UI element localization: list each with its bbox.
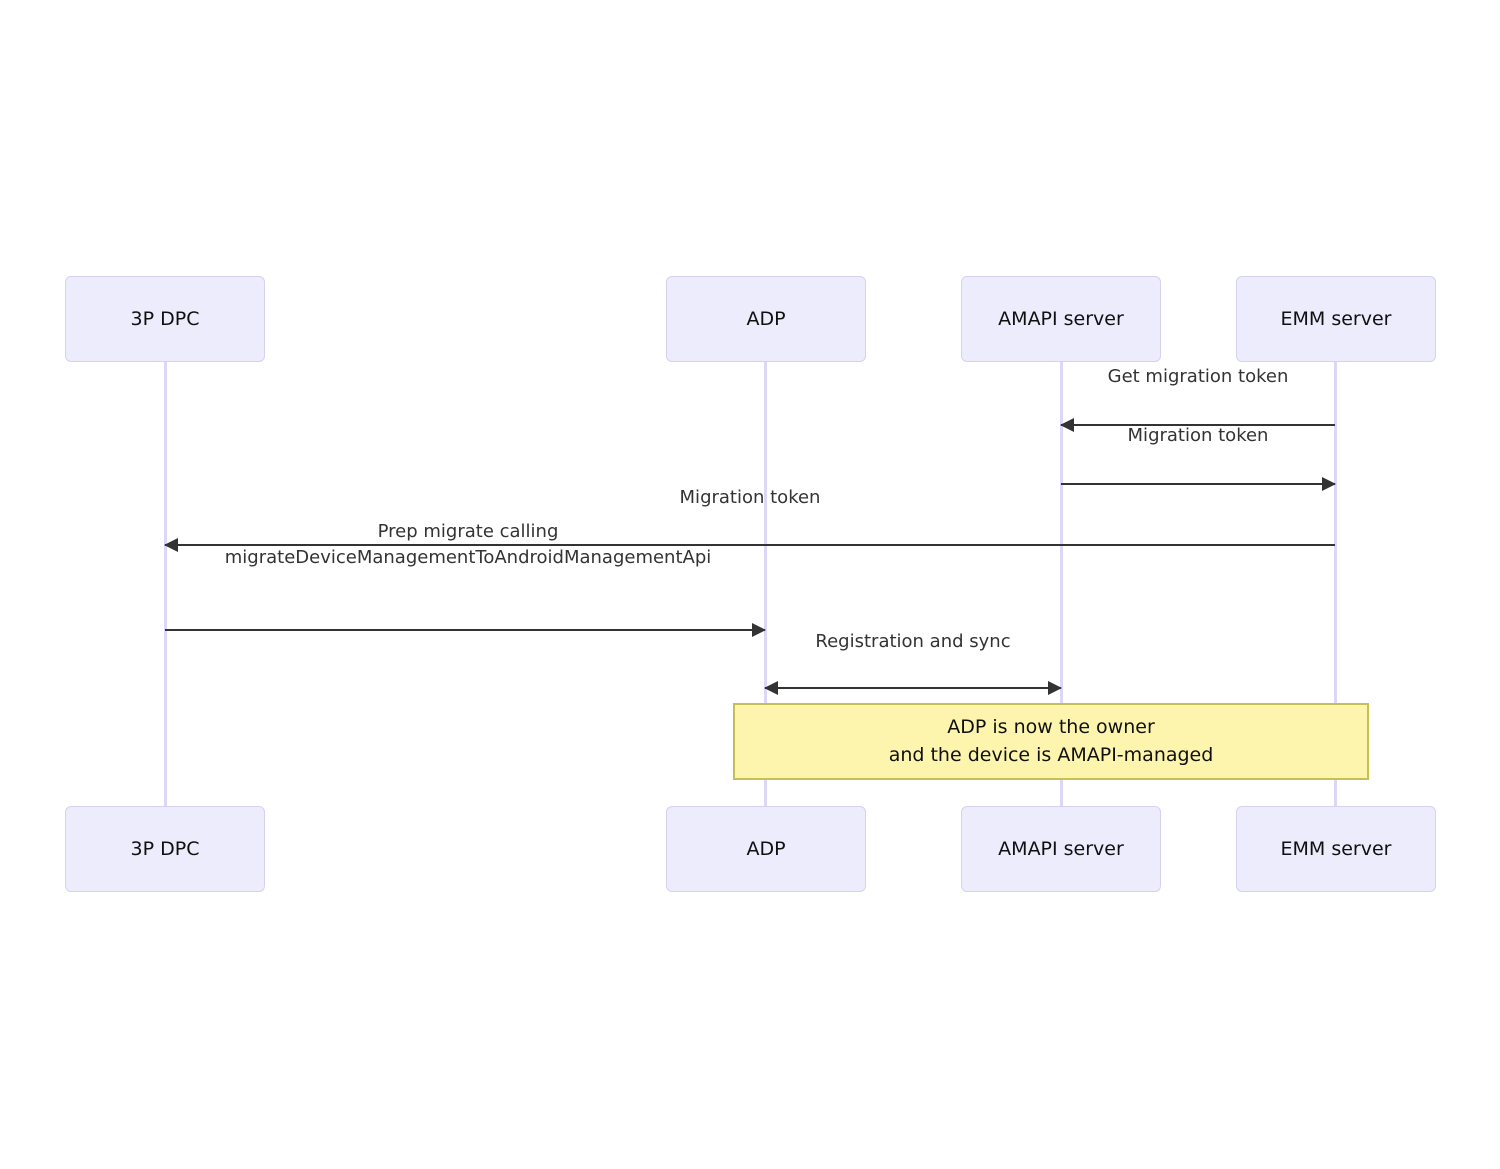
message-label-m3: Migration token bbox=[679, 486, 821, 508]
arrow-line bbox=[1061, 483, 1335, 485]
participant-adp-bottom[interactable]: ADP bbox=[666, 806, 866, 892]
arrow-line bbox=[1061, 424, 1335, 426]
arrowhead-right-icon bbox=[752, 623, 766, 637]
arrowhead-right-icon bbox=[1048, 681, 1062, 695]
participant-amapi-bottom[interactable]: AMAPI server bbox=[961, 806, 1161, 892]
note-n1: ADP is now the owner and the device is A… bbox=[733, 703, 1369, 780]
arrowhead-right-icon bbox=[1322, 477, 1336, 491]
participant-dpc-top[interactable]: 3P DPC bbox=[65, 276, 265, 362]
participant-label: EMM server bbox=[1280, 837, 1392, 860]
participant-label: AMAPI server bbox=[998, 837, 1124, 860]
lifeline-dpc bbox=[164, 362, 167, 806]
lifeline-emm bbox=[1334, 362, 1337, 806]
message-label-m2: Migration token bbox=[1127, 424, 1269, 446]
note-text: ADP is now the owner and the device is A… bbox=[888, 715, 1214, 766]
participant-adp-top[interactable]: ADP bbox=[666, 276, 866, 362]
participant-dpc-bottom[interactable]: 3P DPC bbox=[65, 806, 265, 892]
participant-label: 3P DPC bbox=[130, 837, 200, 860]
message-label-m1: Get migration token bbox=[1107, 365, 1289, 387]
arrow-line bbox=[165, 544, 1335, 546]
arrow-line bbox=[165, 629, 765, 631]
participant-emm-top[interactable]: EMM server bbox=[1236, 276, 1436, 362]
participant-amapi-top[interactable]: AMAPI server bbox=[961, 276, 1161, 362]
arrowhead-left-icon bbox=[764, 681, 778, 695]
arrowhead-left-icon bbox=[164, 538, 178, 552]
arrow-line bbox=[765, 687, 1061, 689]
arrowhead-left-icon bbox=[1060, 418, 1074, 432]
lifeline-amapi bbox=[1060, 362, 1063, 806]
participant-label: AMAPI server bbox=[998, 307, 1124, 330]
participant-label: 3P DPC bbox=[130, 307, 200, 330]
participant-label: ADP bbox=[746, 307, 786, 330]
participant-emm-bottom[interactable]: EMM server bbox=[1236, 806, 1436, 892]
message-label-m5: Registration and sync bbox=[815, 630, 1011, 652]
participant-label: EMM server bbox=[1280, 307, 1392, 330]
message-label-m4: Prep migrate calling migrateDeviceManage… bbox=[224, 520, 712, 568]
participant-label: ADP bbox=[746, 837, 786, 860]
lifeline-adp bbox=[764, 362, 767, 806]
